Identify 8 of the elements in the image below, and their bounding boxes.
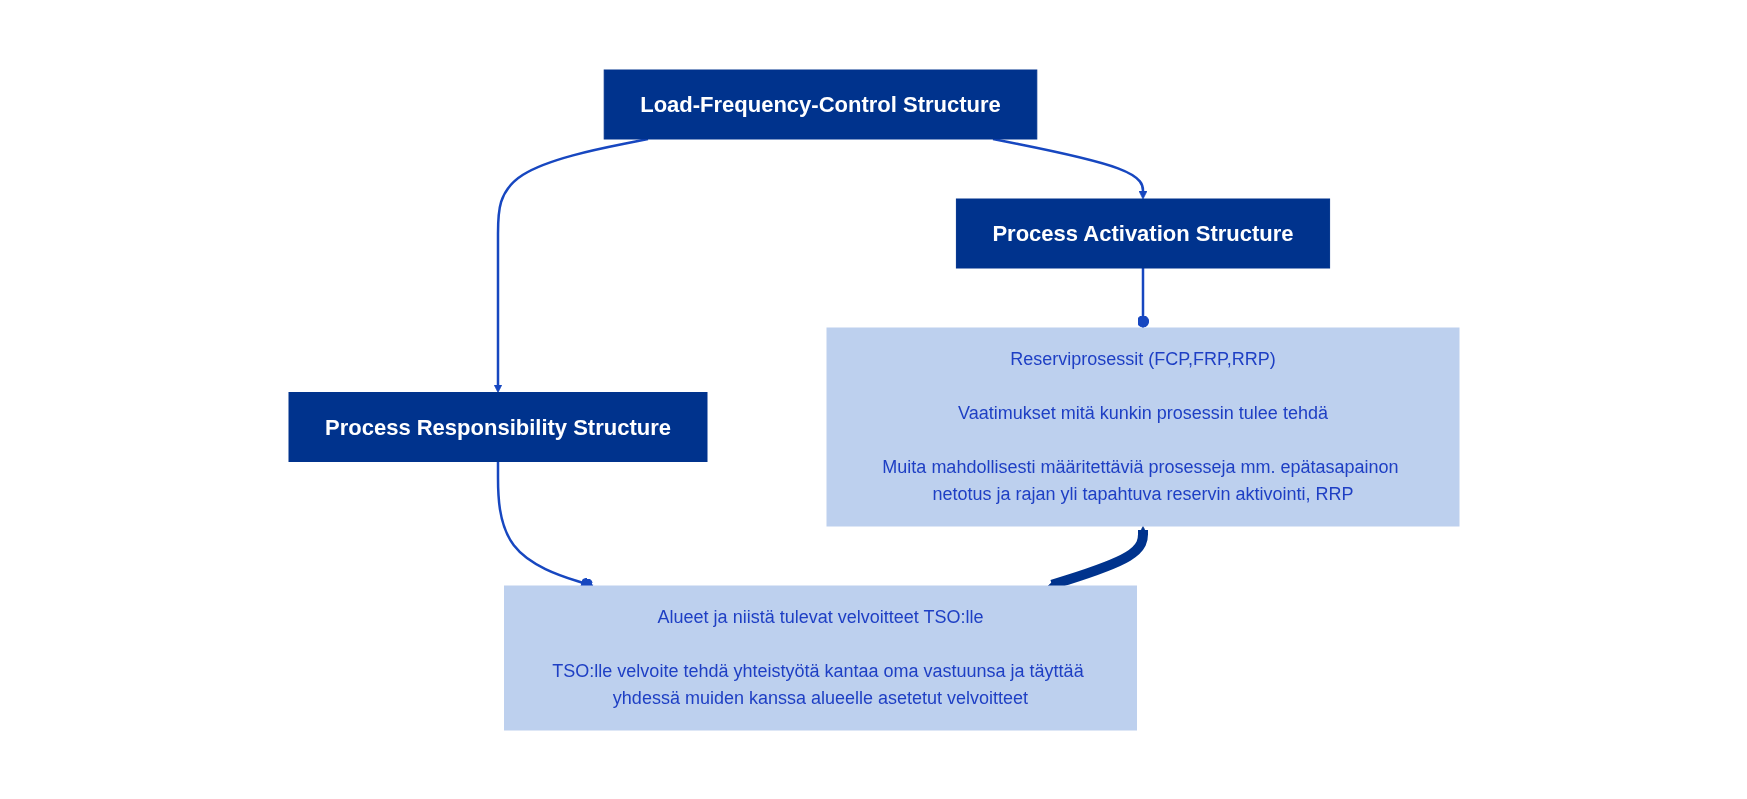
node-box: Load-Frequency-Control Structure — [603, 69, 1037, 139]
arrow — [493, 137, 648, 393]
node-box: Process Activation Structure — [955, 198, 1330, 268]
connector — [1136, 267, 1149, 328]
arrow — [992, 137, 1147, 199]
node-box: Reserviprosessit (FCP,FRP,RRP) Vaatimukset mitä kunkin prosessin tulee tehdä Muita mahdollisesti määritettäviä prosesseja mm. epätasapainon netotus ja rajan yli tapahtuva reservin aktivointi, RRP — [826, 327, 1459, 526]
node-box: Alueet ja niistä tulevat velvoitteet TSO:lle TSO:lle velvoite tehdä yhteistyötä kantaa oma vastuunsa ja täyttää yhdessä muiden kanssa alueelle asetetut velvoitteet — [503, 585, 1137, 730]
node-box: Process Responsibility Structure — [288, 391, 707, 462]
